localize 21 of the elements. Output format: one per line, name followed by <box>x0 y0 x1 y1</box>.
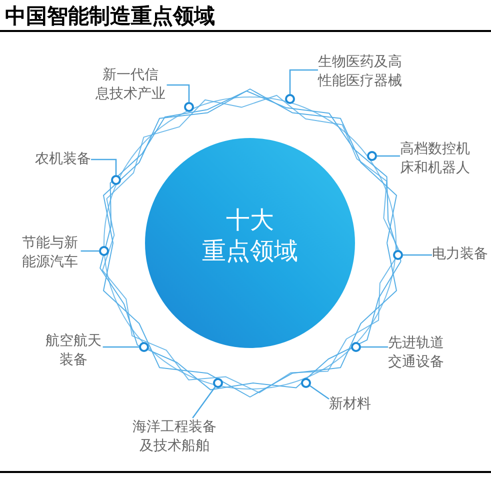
area-label: 电力装备 <box>432 245 488 264</box>
leader-line <box>310 385 330 400</box>
leader-line <box>192 386 216 418</box>
leader-line <box>166 84 190 102</box>
area-label: 海洋工程装备及技术船舶 <box>131 418 218 456</box>
leader-line <box>377 155 400 157</box>
area-label: 农机装备 <box>35 150 91 169</box>
area-label: 新材料 <box>329 395 371 414</box>
area-label: 先进轨道交通设备 <box>388 334 447 372</box>
leader-line <box>91 158 117 175</box>
title: 中国智能制造重点领域 <box>5 3 215 29</box>
leader-line <box>403 254 432 256</box>
leader-line <box>361 346 388 348</box>
area-label: 新一代信息技术产业 <box>94 66 167 104</box>
area-label: 生物医药及高性能医疗器械 <box>318 53 405 91</box>
area-label: 高档数控机床和机器人 <box>400 140 473 178</box>
leader-line <box>289 69 318 94</box>
center-label: 十大重点领域 <box>201 205 299 267</box>
leader-line <box>80 250 99 252</box>
area-label: 节能与新能源汽车 <box>22 234 81 272</box>
area-label: 航空航天装备 <box>44 332 103 370</box>
